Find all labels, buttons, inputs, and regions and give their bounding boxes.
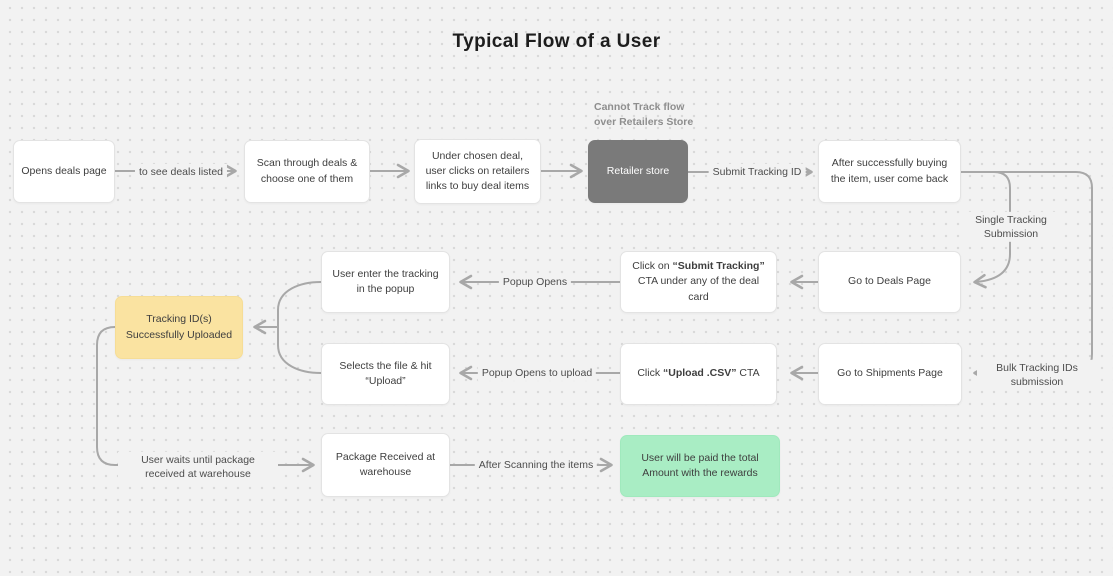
node-tracking-uploaded[interactable]: Tracking ID(s) Successfully Uploaded — [115, 296, 243, 359]
node-opens-deals-page[interactable]: Opens deals page — [13, 140, 115, 203]
node-label: Opens deals page — [21, 164, 107, 177]
edge-label-popup-opens-upload: Popup Opens to upload — [477, 364, 597, 382]
node-label: Click on “Submit Tracking” CTA under any… — [632, 260, 765, 303]
node-label: Scan through deals & choose one of them — [256, 157, 358, 185]
connector-bulk-tracking-trunk — [960, 171, 1093, 376]
node-selects-file-upload[interactable]: Selects the file & hit “Upload” — [321, 343, 450, 405]
node-label: User enter the tracking in the popup — [332, 267, 439, 295]
node-label: User will be paid the total Amount with … — [641, 451, 759, 479]
connector-entertracking-merge — [277, 281, 322, 328]
node-under-chosen-deal[interactable]: Under chosen deal, user clicks on retail… — [414, 139, 541, 204]
node-scan-through-deals[interactable]: Scan through deals & choose one of them — [244, 140, 370, 203]
node-label: Package Received at warehouse — [335, 450, 436, 478]
node-user-paid[interactable]: User will be paid the total Amount with … — [620, 435, 780, 497]
edge-label-after-scanning: After Scanning the items — [474, 456, 598, 474]
edge-label-user-waits: User waits until package received at war… — [118, 451, 278, 483]
node-enter-tracking-popup[interactable]: User enter the tracking in the popup — [321, 251, 450, 313]
node-go-to-shipments-page[interactable]: Go to Shipments Page — [818, 343, 962, 405]
node-label: Tracking ID(s) Successfully Uploaded — [125, 313, 233, 341]
node-label: Go to Deals Page — [848, 275, 931, 288]
node-label: Go to Shipments Page — [837, 367, 943, 380]
node-label: After successfully buying the item, user… — [830, 157, 949, 185]
note-cannot-track: Cannot Track flow over Retailers Store — [594, 101, 694, 129]
edge-label-submit-tracking-id: Submit Tracking ID — [708, 163, 806, 181]
connector-uploaded-to-package — [96, 326, 315, 473]
edge-label-to-see-deals: to see deals listed — [134, 163, 228, 181]
edge-label-bulk-tracking: Bulk Tracking IDs submission — [977, 359, 1097, 391]
node-click-upload-csv-cta[interactable]: Click “Upload .CSV” CTA — [620, 343, 777, 405]
node-after-buying-come-back[interactable]: After successfully buying the item, user… — [818, 140, 961, 203]
node-package-received[interactable]: Package Received at warehouse — [321, 433, 450, 497]
page-title: Typical Flow of a User — [452, 31, 661, 52]
node-label: Selects the file & hit “Upload” — [339, 359, 432, 387]
node-retailer-store[interactable]: Retailer store — [588, 140, 688, 203]
node-label: Under chosen deal, user clicks on retail… — [425, 149, 530, 193]
node-label: Click “Upload .CSV” CTA — [637, 367, 760, 380]
node-label: Retailer store — [606, 164, 670, 177]
edge-label-popup-opens: Popup Opens — [498, 273, 572, 291]
node-go-to-deals-page[interactable]: Go to Deals Page — [818, 251, 961, 313]
connector-selectsfile-merge — [277, 326, 322, 374]
node-click-submit-tracking-cta[interactable]: Click on “Submit Tracking” CTA under any… — [620, 251, 777, 313]
edge-label-single-tracking: Single Tracking Submission — [961, 211, 1061, 243]
